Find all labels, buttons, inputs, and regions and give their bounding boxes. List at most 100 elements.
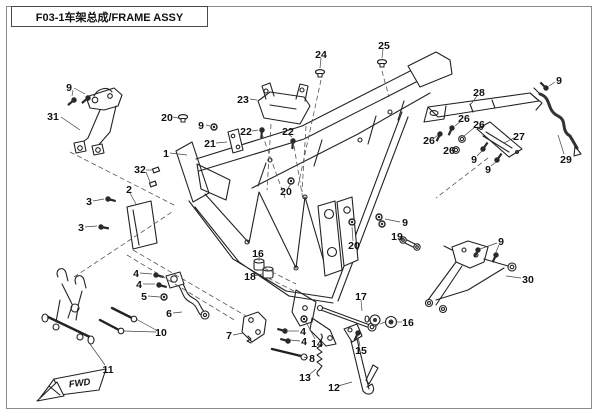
subframe-30-drawing xyxy=(424,240,517,314)
part-number-32: 32 xyxy=(134,164,146,176)
part-number-22: 22 xyxy=(240,126,252,138)
leader-line xyxy=(287,183,292,189)
bracket-23-drawing xyxy=(257,82,311,125)
part-number-19: 19 xyxy=(391,231,403,243)
part-number-9: 9 xyxy=(498,236,504,248)
leader-line xyxy=(337,381,353,387)
leader-line xyxy=(287,133,293,138)
leader-line xyxy=(139,272,153,275)
bolt-icon xyxy=(279,337,291,344)
leader-line xyxy=(303,356,309,359)
spring-13-drawing xyxy=(316,333,323,377)
lever-6-drawing xyxy=(165,271,210,320)
nut-icon xyxy=(348,218,356,226)
part-number-6: 6 xyxy=(166,308,172,320)
kickstand-mount xyxy=(291,289,337,347)
clip-icon xyxy=(148,180,158,188)
plate-2-drawing xyxy=(126,200,158,250)
part-number-4: 4 xyxy=(133,268,139,280)
part-number-28: 28 xyxy=(473,87,485,99)
construction-line xyxy=(293,145,304,201)
bolt-icon xyxy=(276,327,288,334)
leader-line xyxy=(432,134,439,140)
grommet-icon xyxy=(376,58,388,68)
bolt-icon xyxy=(81,95,91,104)
part-number-20: 20 xyxy=(348,240,360,252)
grommet-icon xyxy=(177,113,189,123)
rack-28-drawing xyxy=(423,92,543,123)
leader-line xyxy=(503,137,515,144)
bolt-icon xyxy=(539,81,549,91)
bolt-icon xyxy=(98,224,110,230)
bolt-icon xyxy=(156,282,168,289)
part-number-27: 27 xyxy=(513,131,525,143)
long-bolts-10-drawing xyxy=(98,306,138,335)
leader-line xyxy=(381,48,384,59)
construction-line xyxy=(263,267,297,285)
part-number-29: 29 xyxy=(560,154,572,166)
leader-line xyxy=(490,161,497,167)
part-number-4: 4 xyxy=(301,336,307,348)
leader-line xyxy=(60,116,81,131)
leader-line xyxy=(253,273,263,277)
part-number-15: 15 xyxy=(355,345,367,357)
construction-line xyxy=(372,321,386,328)
part-number-26: 26 xyxy=(443,145,455,157)
part-number-1: 1 xyxy=(163,148,169,160)
leader-line xyxy=(92,198,105,202)
leader-line xyxy=(357,336,361,347)
leader-line xyxy=(169,152,188,156)
bracket-31-drawing xyxy=(73,87,123,156)
part-number-25: 25 xyxy=(378,40,390,52)
swingarm-pivot-plate xyxy=(336,196,359,267)
part-number-4: 4 xyxy=(136,279,142,291)
construction-line xyxy=(69,151,177,207)
fasteners-group xyxy=(67,58,549,344)
leader-line xyxy=(351,226,354,242)
frame-tail xyxy=(407,51,453,88)
title-box: F03-1车架总成/FRAME ASSY xyxy=(11,6,208,27)
part-number-20: 20 xyxy=(280,186,292,198)
bolt-icon xyxy=(480,141,489,152)
part-number-24: 24 xyxy=(315,49,327,61)
bolt-icon xyxy=(491,252,499,263)
bushings-16-drawing xyxy=(364,314,398,329)
bolt-icon xyxy=(494,152,503,163)
damper-18-drawing xyxy=(262,266,274,279)
construction-line xyxy=(261,133,286,199)
part-number-9: 9 xyxy=(66,82,72,94)
side-stand-12-drawing xyxy=(343,323,379,395)
nut-icon xyxy=(210,123,218,131)
part-number-9: 9 xyxy=(471,154,477,166)
leader-line xyxy=(172,311,183,314)
construction-line xyxy=(266,123,272,191)
part-number-10: 10 xyxy=(155,327,167,339)
part-number-4: 4 xyxy=(300,326,306,338)
leader-line xyxy=(135,318,157,331)
part-number-26: 26 xyxy=(423,135,435,147)
bolt-icon xyxy=(105,196,117,203)
leader-line xyxy=(71,89,74,97)
leader-line xyxy=(505,275,522,279)
leader-line xyxy=(215,141,228,144)
leader-line xyxy=(451,147,456,150)
leader-line xyxy=(470,95,478,105)
bolt-icon xyxy=(473,247,481,258)
washer-icon xyxy=(458,135,466,143)
nut-icon xyxy=(160,293,168,301)
nut-icon xyxy=(300,315,308,323)
front-stand-11-drawing xyxy=(41,268,95,345)
rod-17-drawing xyxy=(316,304,377,332)
bolt-icon xyxy=(67,97,77,106)
part-number-5: 5 xyxy=(141,291,147,303)
nut-icon xyxy=(287,177,295,185)
leader-line xyxy=(479,242,498,250)
construction-line xyxy=(381,70,390,98)
leader-line xyxy=(289,339,301,342)
bracket-21-drawing xyxy=(227,128,244,154)
bracket-7-drawing xyxy=(241,311,267,344)
main-frame-drawing xyxy=(175,51,453,347)
part-number-21: 21 xyxy=(204,138,216,150)
plate-27-drawing xyxy=(476,121,523,158)
